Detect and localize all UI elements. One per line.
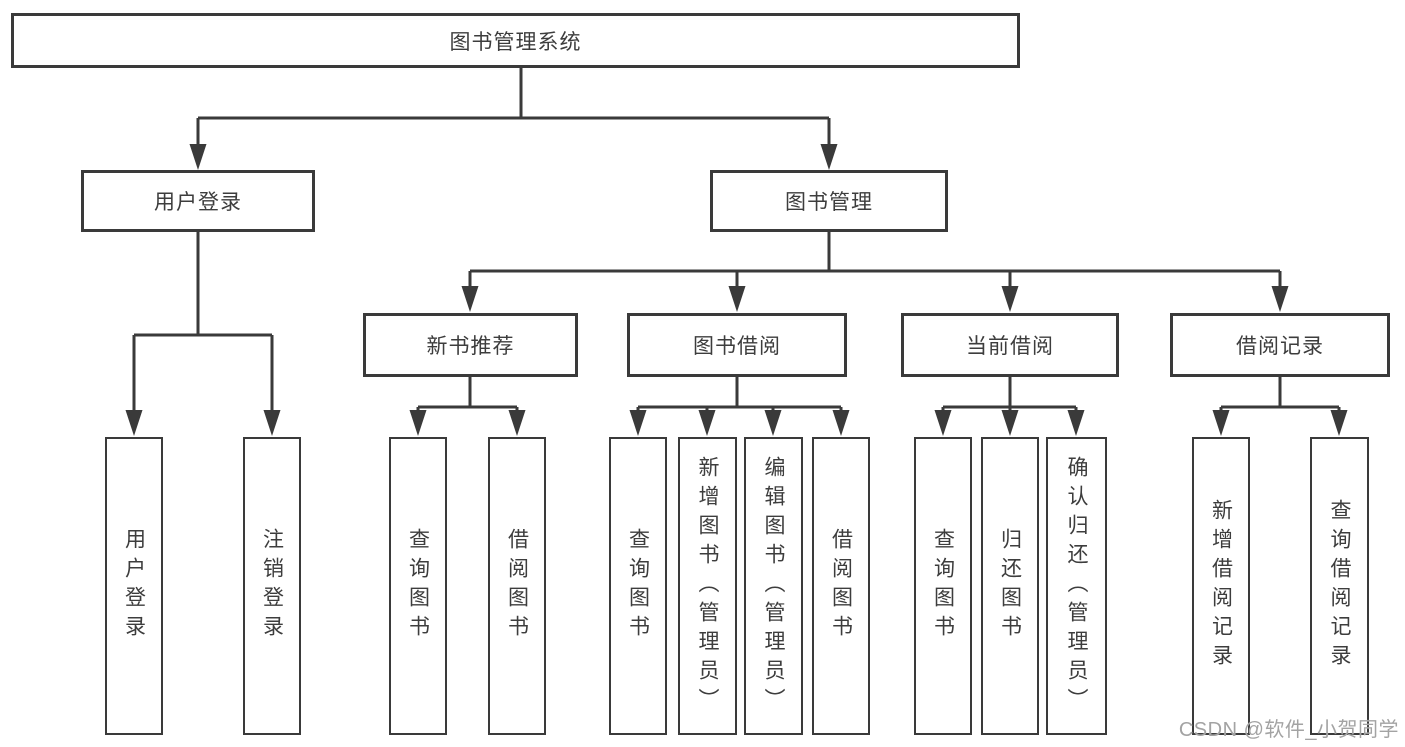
node-query-books-current: 查询图书 xyxy=(914,437,972,735)
node-label: 当前借阅 xyxy=(966,335,1054,358)
node-return-books: 归还图书 xyxy=(981,437,1039,735)
node-label: 图书借阅 xyxy=(693,335,781,358)
node-borrow-books-recommend: 借阅图书 xyxy=(488,437,546,735)
node-library-management-system: 图书管理系统 xyxy=(11,13,1020,68)
node-new-book-recommendation: 新书推荐 xyxy=(363,313,578,377)
node-label: 归还图书 xyxy=(998,528,1022,644)
node-book-management: 图书管理 xyxy=(710,170,948,232)
node-query-books-recommend: 查询图书 xyxy=(389,437,447,735)
node-label: 新增借阅记录 xyxy=(1209,499,1233,673)
node-label: 查询图书 xyxy=(931,528,955,644)
node-edit-books-admin: 编辑图书（管理员） xyxy=(744,437,803,735)
node-confirm-return-admin: 确认归还（管理员） xyxy=(1046,437,1107,735)
node-label: 注销登录 xyxy=(260,528,284,644)
node-user-login: 用户登录 xyxy=(81,170,315,232)
node-borrow-books: 借阅图书 xyxy=(812,437,870,735)
node-label: 用户登录 xyxy=(122,528,146,644)
node-add-borrow-record: 新增借阅记录 xyxy=(1192,437,1250,735)
node-label: 新书推荐 xyxy=(426,335,515,358)
node-query-borrow-record: 查询借阅记录 xyxy=(1310,437,1369,735)
node-query-books-borrow: 查询图书 xyxy=(609,437,667,735)
node-label: 查询借阅记录 xyxy=(1328,499,1351,673)
node-add-books-admin: 新增图书（管理员） xyxy=(678,437,737,735)
node-label: 图书管理系统 xyxy=(449,30,582,54)
node-label: 查询图书 xyxy=(626,528,650,644)
node-label: 借阅图书 xyxy=(505,528,529,644)
node-label: 图书管理 xyxy=(785,191,873,214)
node-label: 编辑图书（管理员） xyxy=(762,455,785,717)
node-book-borrowing: 图书借阅 xyxy=(627,313,847,377)
node-logout: 注销登录 xyxy=(243,437,301,735)
node-label: 查询图书 xyxy=(406,528,430,644)
node-label: 用户登录 xyxy=(154,191,242,214)
node-borrowing-records: 借阅记录 xyxy=(1170,313,1390,377)
node-current-borrowing: 当前借阅 xyxy=(901,313,1119,377)
watermark: CSDN @软件_小贺同学 xyxy=(1178,719,1399,741)
node-label: 确认归还（管理员） xyxy=(1065,455,1088,717)
arrowheads xyxy=(125,144,1348,436)
node-label: 借阅图书 xyxy=(829,528,853,644)
node-user-login-leaf: 用户登录 xyxy=(105,437,163,735)
node-label: 借阅记录 xyxy=(1236,335,1324,358)
node-label: 新增图书（管理员） xyxy=(696,455,719,717)
